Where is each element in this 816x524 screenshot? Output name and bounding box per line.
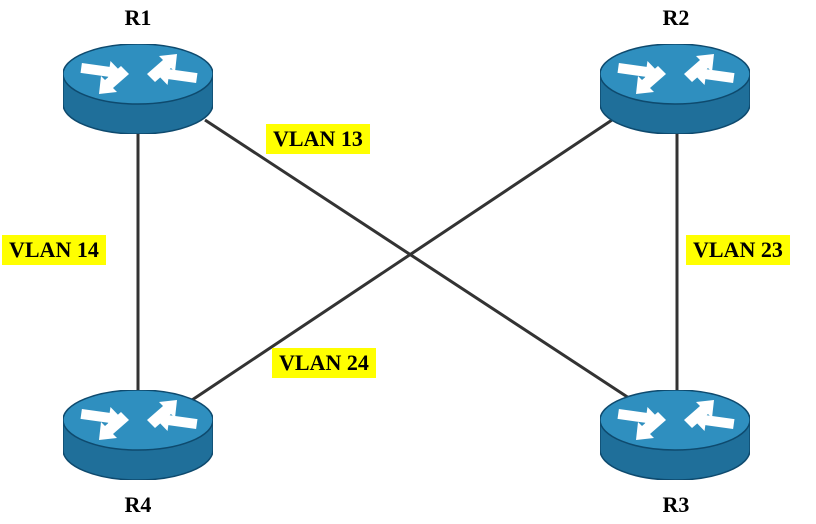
link-vlan-24 [191,118,613,402]
router-icon [63,44,213,134]
vlan-label-24: VLAN 24 [272,348,376,378]
vlan-label-23: VLAN 23 [686,235,790,265]
vlan-label-14: VLAN 14 [2,235,106,265]
router-label-r4: R4 [124,492,152,517]
link-vlan-13 [204,118,633,402]
router-label-r2: R2 [662,5,690,30]
router-icon [600,44,750,134]
router-icon [63,390,213,480]
vlan-label-13: VLAN 13 [266,124,370,154]
router-label-r1: R1 [124,5,152,30]
router-icon [600,390,750,480]
router-label-r3: R3 [662,492,690,517]
